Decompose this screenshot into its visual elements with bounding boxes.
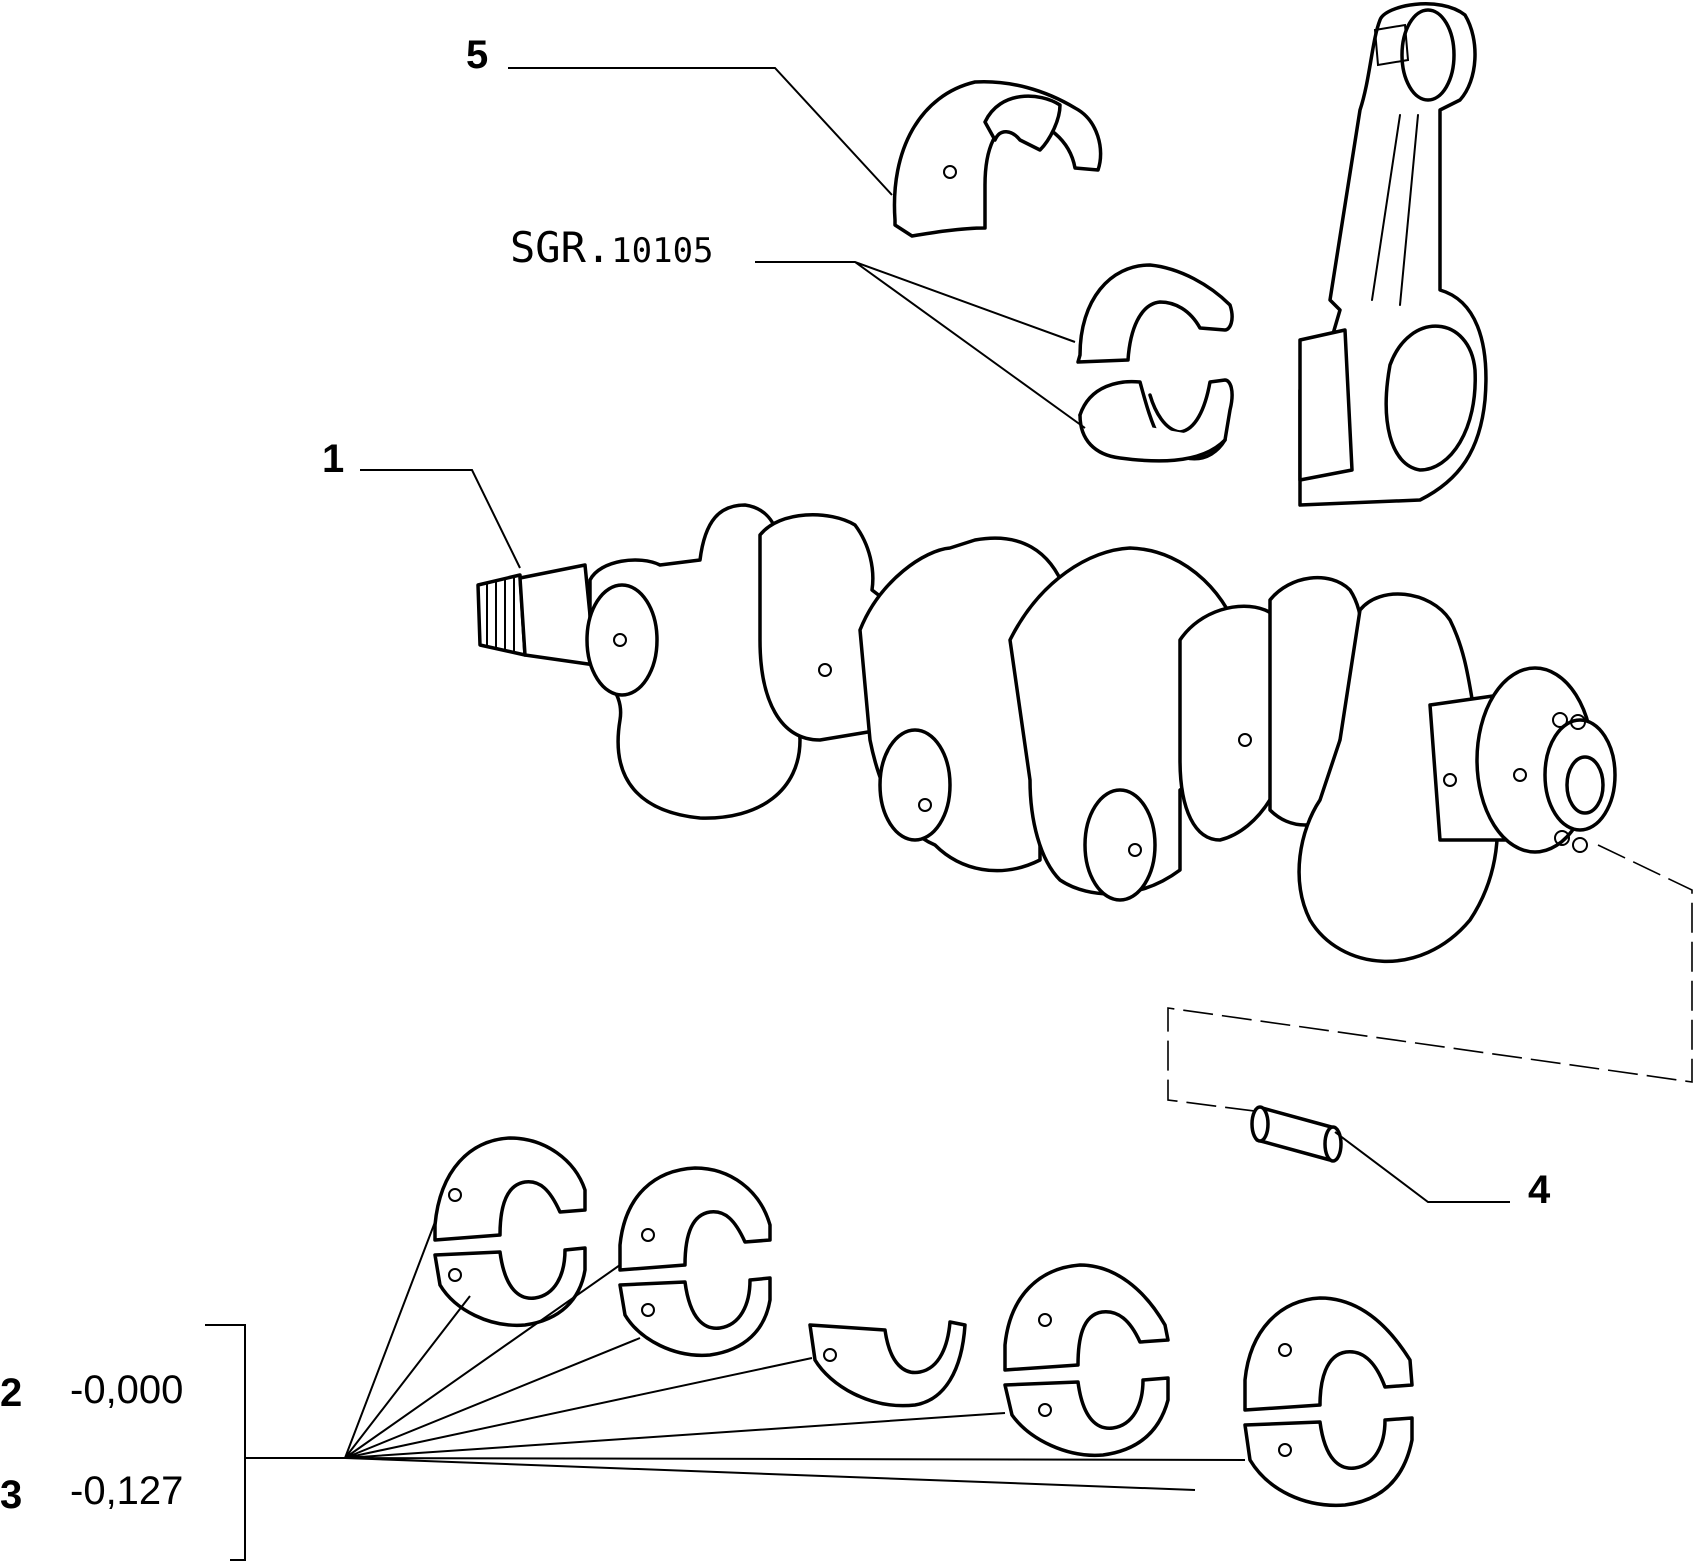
callout-5: 5 [466,33,488,77]
leader-lines [205,67,1510,1561]
callout-4: 4 [1528,1168,1551,1212]
sgr-prefix: SGR. [510,223,611,272]
tolerance-2: -0,000 [70,1368,183,1412]
labels: 5 SGR.10105 1 4 2 -0,000 3 -0,127 [0,33,1551,1517]
callout-3: 3 [0,1473,22,1517]
sgr-bearing-shell-upper [1076,263,1234,463]
main-bearing-shells [433,1136,1414,1508]
tolerance-3: -0,127 [70,1469,183,1513]
dowel-pin [1167,844,1693,1163]
thrust-bearing [892,79,1103,238]
callout-2: 2 [0,1371,22,1415]
connecting-rod [1298,2,1488,507]
callout-1: 1 [322,437,344,481]
sgr-reference: SGR.10105 [510,223,714,272]
crankshaft [476,503,1617,964]
sgr-number: 10105 [611,231,713,271]
